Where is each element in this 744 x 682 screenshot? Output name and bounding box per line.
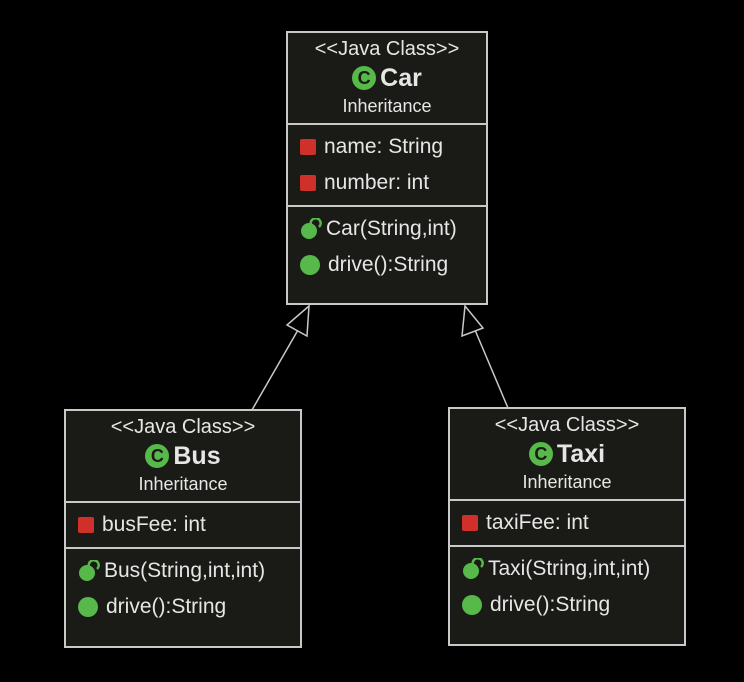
class-bus[interactable]: <<Java Class>> C Bus Inheritance busFee:… (64, 409, 302, 648)
method-text: Bus(String,int,int) (104, 559, 266, 582)
package-name: Inheritance (342, 96, 432, 116)
package-name: Inheritance (138, 474, 228, 494)
method-text: Taxi(String,int,int) (488, 557, 651, 580)
stereotype: <<Java Class>> (494, 414, 640, 436)
field-text: number: int (324, 171, 430, 194)
edge-taxi-to-car (461, 304, 509, 409)
field-text: taxiFee: int (486, 511, 589, 534)
constructor-icon (301, 218, 322, 239)
fields-section: taxiFee: int (450, 501, 684, 545)
method-row[interactable]: Bus(String,int,int) (78, 553, 300, 589)
stereotype: <<Java Class>> (110, 416, 256, 438)
stereotype: <<Java Class>> (314, 38, 460, 60)
package-name: Inheritance (522, 472, 612, 492)
class-icon: C (352, 66, 377, 90)
field-row[interactable]: busFee: int (78, 507, 300, 543)
class-title: C Car (288, 61, 486, 95)
method-text: drive():String (106, 595, 227, 618)
class-icon: C (145, 444, 170, 468)
class-header: <<Java Class>> C Taxi Inheritance (450, 409, 684, 501)
private-field-icon (300, 175, 316, 191)
methods-section: Car(String,int) drive():String (288, 205, 486, 287)
class-name: Taxi (556, 439, 606, 468)
public-method-icon (78, 597, 98, 617)
inheritance-arrowhead (285, 304, 310, 338)
class-car[interactable]: <<Java Class>> C Car Inheritance name: S… (286, 31, 488, 305)
method-row[interactable]: drive():String (300, 247, 486, 283)
field-row[interactable]: number: int (300, 165, 486, 201)
method-text: drive():String (490, 593, 611, 616)
constructor-icon (463, 558, 484, 579)
fields-section: name: String number: int (288, 125, 486, 205)
field-text: name: String (324, 135, 444, 158)
class-name: Bus (173, 441, 221, 470)
field-row[interactable]: taxiFee: int (462, 505, 684, 541)
field-row[interactable]: name: String (300, 129, 486, 165)
private-field-icon (300, 139, 316, 155)
class-name: Car (380, 63, 422, 92)
public-method-icon (300, 255, 320, 275)
private-field-icon (462, 515, 478, 531)
method-row[interactable]: drive():String (462, 587, 684, 623)
inheritance-arrowhead (461, 304, 485, 338)
private-field-icon (78, 517, 94, 533)
public-method-icon (462, 595, 482, 615)
method-row[interactable]: Taxi(String,int,int) (462, 551, 684, 587)
field-text: busFee: int (102, 513, 206, 536)
class-icon: C (528, 442, 553, 466)
methods-section: Bus(String,int,int) drive():String (66, 547, 300, 629)
method-text: Car(String,int) (326, 217, 457, 240)
fields-section: busFee: int (66, 503, 300, 547)
class-title: C Taxi (450, 437, 684, 471)
method-text: drive():String (328, 253, 449, 276)
edge-bus-to-car (251, 304, 310, 411)
class-taxi[interactable]: <<Java Class>> C Taxi Inheritance taxiFe… (448, 407, 686, 646)
method-row[interactable]: Car(String,int) (300, 211, 486, 247)
constructor-icon (79, 560, 100, 581)
class-header: <<Java Class>> C Bus Inheritance (66, 411, 300, 503)
methods-section: Taxi(String,int,int) drive():String (450, 545, 684, 627)
class-header: <<Java Class>> C Car Inheritance (288, 33, 486, 125)
method-row[interactable]: drive():String (78, 589, 300, 625)
class-title: C Bus (66, 439, 300, 473)
